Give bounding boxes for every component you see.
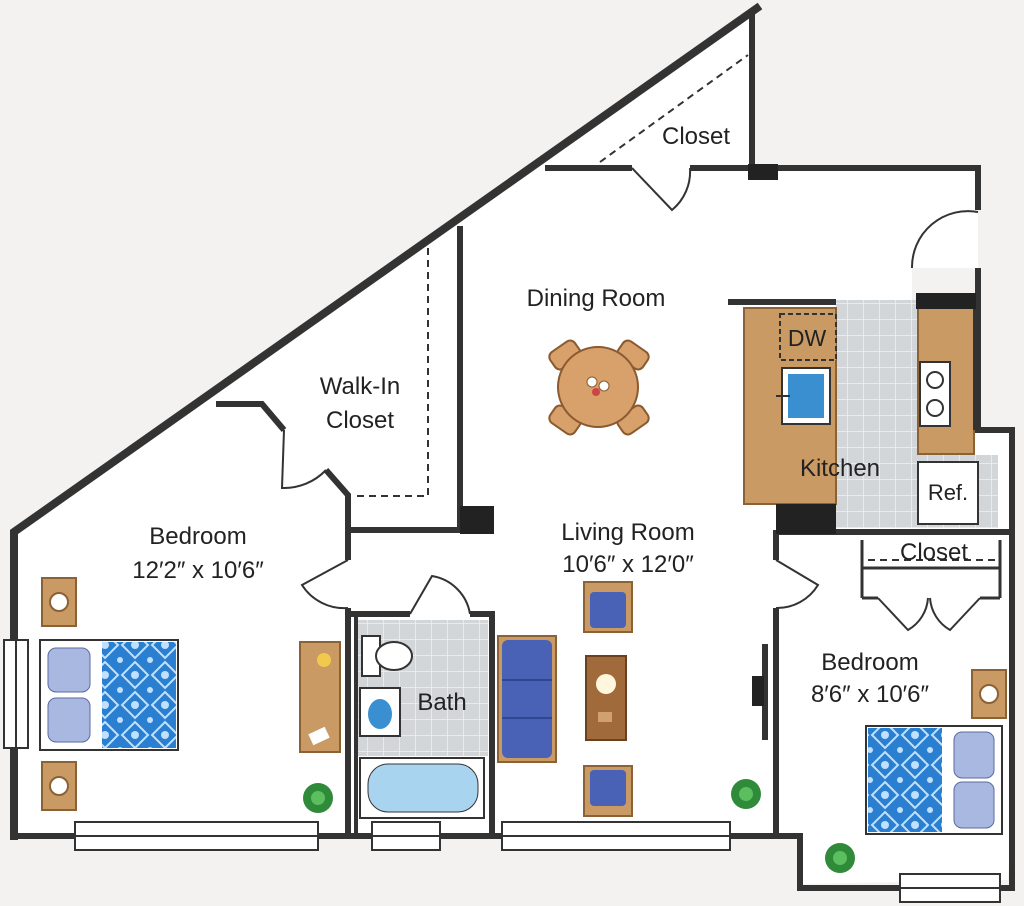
windows (3, 639, 1001, 903)
armchair-top (583, 581, 633, 633)
nightstand-left-bottom (41, 761, 77, 811)
closet-right-label: Closet (900, 539, 968, 566)
desk-left (299, 641, 341, 753)
armchair-bottom (583, 765, 633, 817)
dining-room-label: Dining Room (527, 285, 666, 312)
bedroom-left-label: Bedroom (149, 523, 246, 550)
bath-label: Bath (417, 689, 466, 716)
kitchen-sink-icon (776, 367, 831, 425)
plant-icon (303, 783, 333, 813)
dishwasher (779, 313, 837, 361)
sofa (497, 635, 557, 763)
tv-icon (752, 644, 768, 740)
toilet-icon (361, 635, 413, 677)
bathtub-icon (359, 757, 485, 819)
nightstand-left-top (41, 577, 77, 627)
bed-left (39, 639, 179, 751)
wall-pillar-kitchen-right (916, 293, 976, 309)
bedroom-left-size: 12′2″ x 10′6″ (132, 557, 264, 584)
refrigerator-label: Ref. (928, 480, 968, 505)
doors (280, 167, 981, 632)
stove-icon (919, 361, 951, 427)
bedroom-right-label: Bedroom (821, 649, 918, 676)
living-room-label: Living Room (561, 519, 694, 546)
walk-in-closet-label-line1: Walk-In (320, 373, 400, 400)
wall-pillar-kitchen (776, 504, 836, 534)
kitchen-label: Kitchen (800, 455, 880, 482)
closet-top-label: Closet (662, 123, 730, 150)
dishwasher-label: DW (788, 325, 827, 351)
closet-dashed-lines (356, 54, 998, 561)
dining-table (548, 339, 650, 436)
wall-pillar-top (748, 164, 778, 180)
kitchen-tile-floor (836, 300, 918, 528)
nightstand-right (971, 669, 1007, 719)
bath-sink-icon (359, 687, 401, 737)
living-room-size: 10′6″ x 12′0″ (562, 551, 694, 578)
wall-pillar-dining (460, 506, 494, 534)
floor-area (14, 8, 1010, 884)
coffee-table (585, 655, 627, 741)
bedroom-right-size: 8′6″ x 10′6″ (811, 681, 930, 708)
refrigerator (917, 461, 979, 525)
walk-in-closet-label-line2: Closet (326, 407, 394, 434)
plant-icon-bedroom-right (825, 843, 855, 873)
plant-icon-living (731, 779, 761, 809)
bed-right (865, 725, 1003, 835)
